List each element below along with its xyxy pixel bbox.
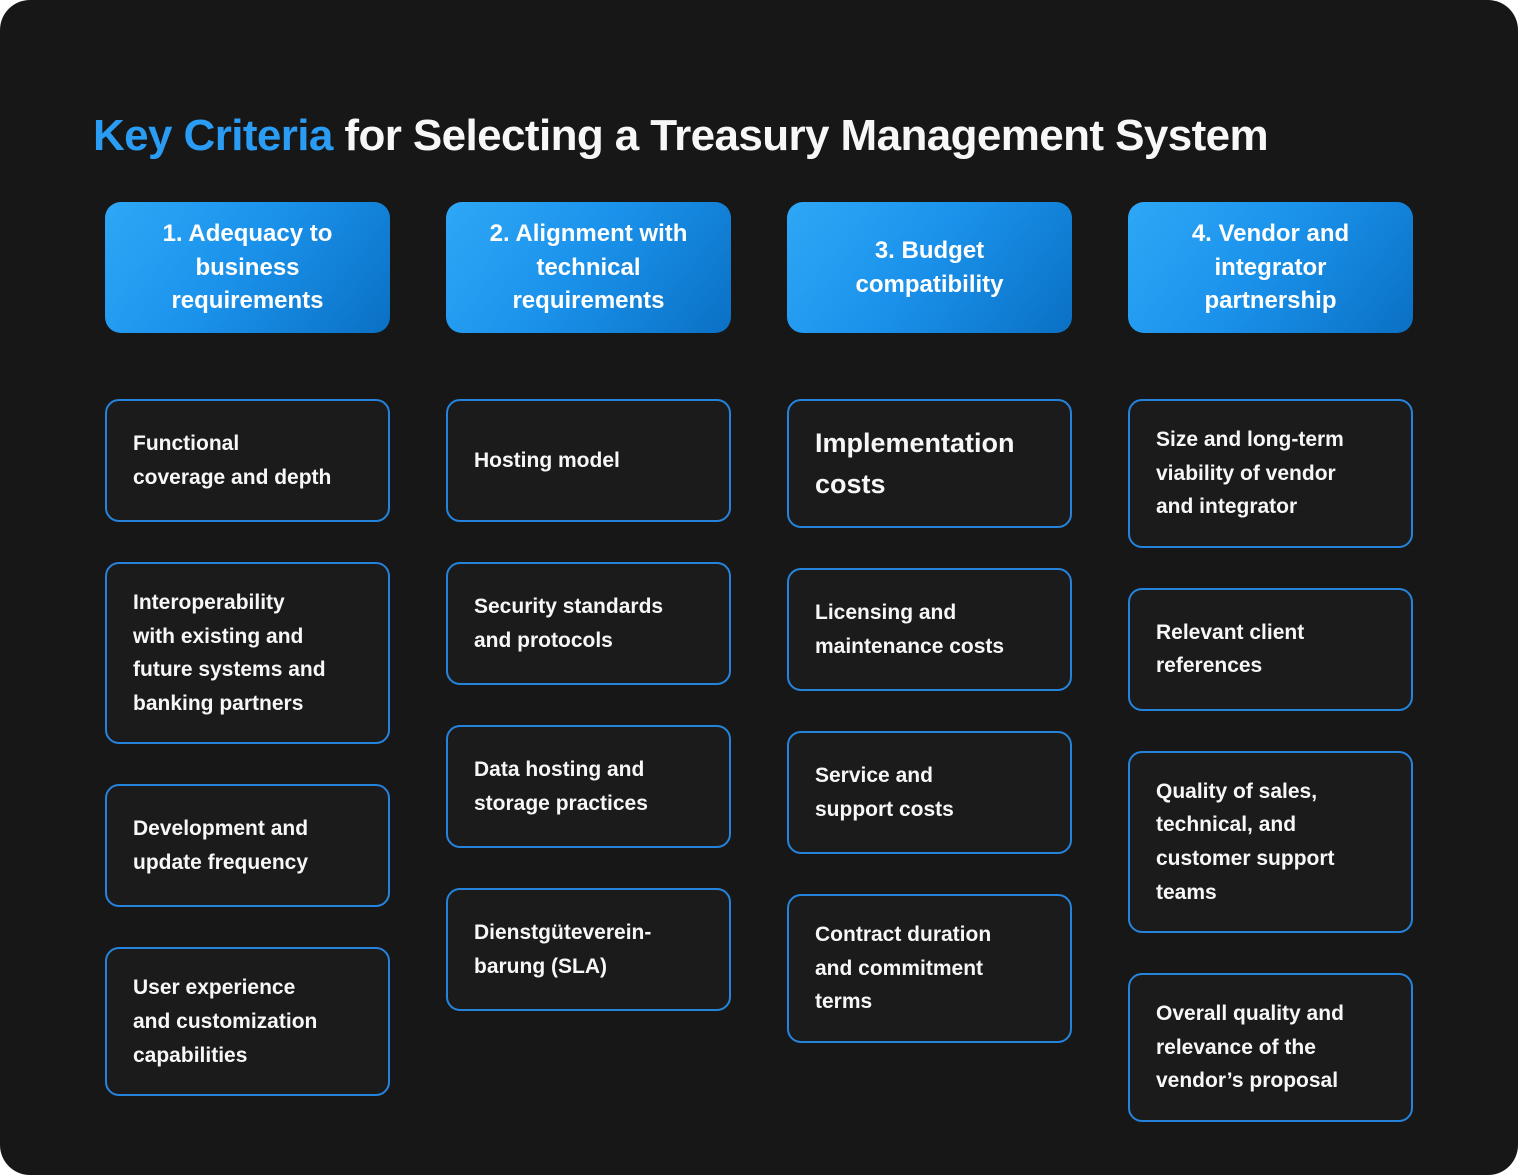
column-adequacy: 1. Adequacy to business requirements Fun…	[105, 202, 390, 1122]
criteria-card: Hosting model	[446, 399, 731, 522]
page-title-highlight: Key Criteria	[93, 111, 333, 161]
criteria-card: Licensing and maintenance costs	[787, 568, 1072, 691]
criteria-columns: 1. Adequacy to business requirements Fun…	[105, 202, 1413, 1122]
criteria-card: Interoperability with existing and futur…	[105, 562, 390, 745]
column-header-4: 4. Vendor and integrator partnership	[1128, 202, 1413, 333]
criteria-card: Security standards and protocols	[446, 562, 731, 685]
criteria-card: Size and long-term viability of vendor a…	[1128, 399, 1413, 548]
column-header-2: 2. Alignment with technical requirements	[446, 202, 731, 333]
criteria-card: Quality of sales, technical, and custome…	[1128, 750, 1413, 934]
page-title: Key Criteria for Selecting a Treasury Ma…	[93, 111, 1269, 161]
criteria-card: Functional coverage and depth	[105, 399, 390, 522]
criteria-card: Overall quality and relevance of the ven…	[1128, 973, 1413, 1122]
criteria-card: Development and update frequency	[105, 784, 390, 908]
column-header-1: 1. Adequacy to business requirements	[105, 202, 390, 333]
criteria-card: User experience and customization capabi…	[105, 947, 390, 1097]
criteria-card: Contract duration and commitment terms	[787, 894, 1072, 1043]
criteria-card: Service and support costs	[787, 731, 1072, 854]
column-header-3: 3. Budget compatibility	[787, 202, 1072, 333]
criteria-card: Data hosting and storage practices	[446, 725, 731, 848]
column-budget: 3. Budget compatibility Implementation c…	[787, 202, 1072, 1122]
page-title-rest: for Selecting a Treasury Management Syst…	[332, 111, 1269, 161]
criteria-card: Implementation costs	[787, 399, 1072, 528]
column-technical: 2. Alignment with technical requirements…	[446, 202, 731, 1122]
criteria-card: Dienstgüteverein- barung (SLA)	[446, 888, 731, 1011]
criteria-card: Relevant client references	[1128, 587, 1413, 711]
column-vendor: 4. Vendor and integrator partnership Siz…	[1128, 202, 1413, 1122]
